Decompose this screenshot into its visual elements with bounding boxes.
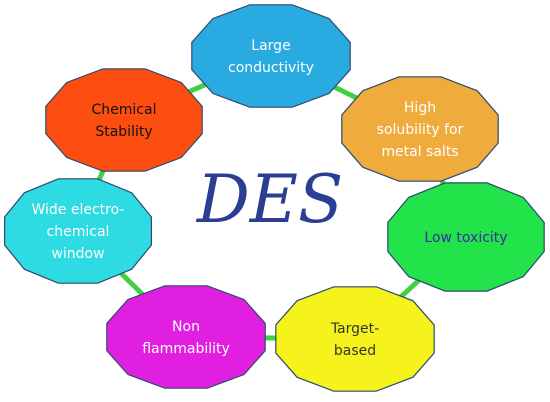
node-label-line: flammability	[142, 341, 230, 357]
node-label-line: chemical	[47, 224, 110, 240]
node-label-line: Target-	[330, 321, 379, 337]
node-label-line: based	[334, 343, 376, 359]
node-label-line: High	[404, 100, 436, 116]
node-label-line: Low toxicity	[424, 230, 507, 246]
node-shape	[45, 68, 203, 172]
node-low-toxicity: Low toxicity	[387, 182, 545, 292]
node-label-line: Wide electro-	[31, 202, 124, 218]
node-shape	[341, 76, 499, 182]
node-label-line: Chemical	[92, 102, 157, 118]
node-label-line: Stability	[95, 124, 152, 140]
node-large-conductivity: Large conductivity	[191, 4, 351, 108]
node-high-solubility: High solubility for metal salts	[341, 76, 499, 182]
center-label: DES	[196, 161, 343, 238]
node-label-line: metal salts	[381, 144, 458, 160]
node-label-line: Large	[251, 38, 290, 54]
node-target-based: Target-based	[275, 286, 435, 392]
node-label-line: solubility for	[377, 122, 464, 138]
node-label-line: conductivity	[228, 60, 314, 76]
node-shape	[275, 286, 435, 392]
node-shape	[191, 4, 351, 108]
node-label-line: window	[51, 246, 104, 262]
node-wide-window: Wide electro-chemical window	[3, 178, 152, 284]
node-label-line: Non	[172, 319, 200, 335]
node-shape	[3, 178, 152, 284]
node-shape	[387, 182, 545, 292]
node-non-flammability: Non flammability	[106, 285, 266, 389]
node-shape	[106, 285, 266, 389]
